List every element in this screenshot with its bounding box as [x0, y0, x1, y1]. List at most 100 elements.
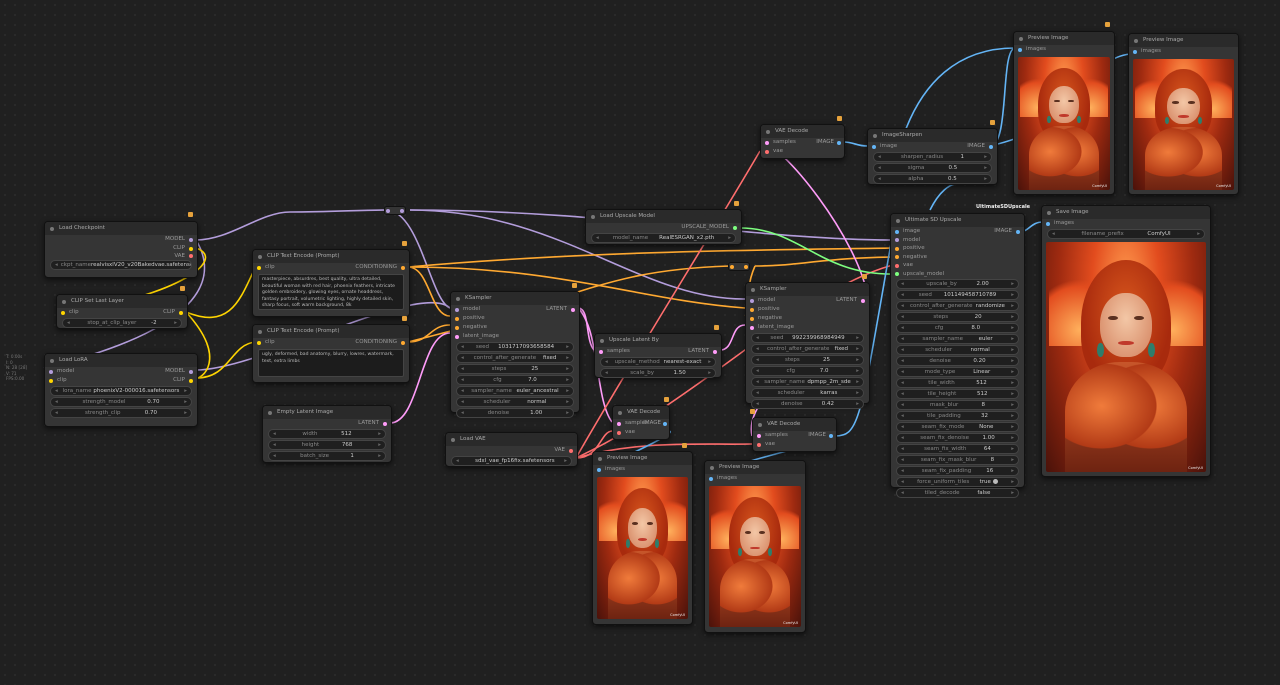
input-vae[interactable]: vae [891, 261, 1024, 270]
input-vae[interactable]: vae [761, 147, 844, 156]
positive-prompt-textarea[interactable]: masterpiece, absurdres, best quality, ul… [258, 274, 404, 310]
input-images[interactable]: images [593, 465, 692, 474]
load-upscale-model-node[interactable]: Load Upscale Model UPSCALE_MODEL model_n… [585, 209, 742, 245]
input-positive[interactable]: positive [891, 244, 1024, 253]
input-vae[interactable]: vae [753, 440, 836, 449]
output-clip[interactable]: CLIP [45, 244, 197, 253]
input-positive[interactable]: positive [451, 314, 579, 323]
input-positive[interactable]: positive [746, 305, 869, 314]
save-image-node[interactable]: Save Image images filename_prefixComfyUI… [1041, 205, 1211, 477]
input-latent-image[interactable]: latent_image [746, 323, 869, 332]
preview-image-node-4[interactable]: Preview Image images ComfyUI [1128, 33, 1239, 195]
ckpt-name-widget[interactable]: ckpt_namerealvisxlV20_v20Bakedvae.safete… [50, 260, 192, 270]
load-vae-node[interactable]: Load VAE VAE sdxl_vae_fp16fix.safetensor… [445, 432, 578, 467]
input-vae[interactable]: vae [613, 428, 669, 437]
input-images[interactable]: images [1129, 47, 1238, 56]
output-latent[interactable]: LATENT [263, 419, 391, 428]
load-checkpoint-node[interactable]: Load Checkpoint MODEL CLIP VAE ckpt_name… [44, 221, 198, 278]
input-negative[interactable]: negative [746, 314, 869, 323]
negative-prompt-textarea[interactable]: ugly, deformed, bad anatomy, blurry, low… [258, 349, 404, 377]
output-upscale-model[interactable]: UPSCALE_MODEL [586, 223, 741, 232]
input-model[interactable]: model [891, 236, 1024, 245]
preview-image-node-3[interactable]: Preview Image images ComfyUI [1013, 31, 1115, 195]
output-vae[interactable]: VAE [446, 446, 577, 455]
reroute-node-conditioning[interactable] [728, 262, 750, 271]
input-upscale-model[interactable]: upscale_model [891, 270, 1024, 279]
reroute-node-model[interactable] [384, 206, 406, 215]
input-latent-image[interactable]: latent_image [451, 332, 579, 341]
output-vae[interactable]: VAE [45, 253, 197, 259]
input-negative[interactable]: negative [891, 253, 1024, 262]
preview-image-node-1[interactable]: Preview Image images ComfyUI [592, 451, 693, 625]
output-model[interactable]: MODEL [45, 235, 197, 244]
scale-by-widget[interactable]: scale_by1.50 [600, 368, 716, 378]
input-images[interactable]: images [1014, 45, 1114, 54]
input-images[interactable]: images [705, 474, 805, 483]
